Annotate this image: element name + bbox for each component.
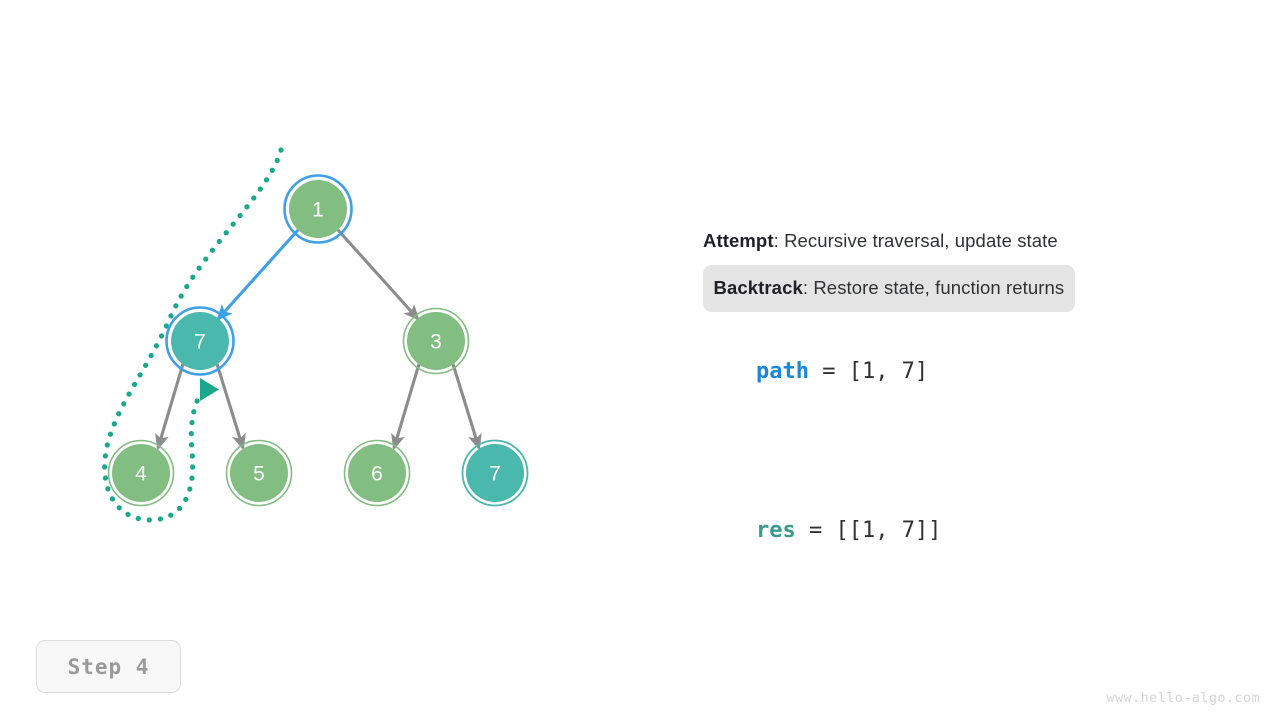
tree-node-5[interactable]: 5 xyxy=(225,439,293,507)
tree-edges xyxy=(155,228,482,451)
tree-node-6[interactable]: 6 xyxy=(343,439,411,507)
explanation-panel: Attempt: Recursive traversal, update sta… xyxy=(702,225,1223,568)
edge-7-to-4 xyxy=(155,363,185,451)
tree-node-3[interactable]: 3 xyxy=(402,307,470,375)
step-badge-label: Step 4 xyxy=(67,654,150,679)
attempt-description: Attempt: Recursive traversal, update sta… xyxy=(703,225,1223,259)
tree-node-4[interactable]: 4 xyxy=(107,439,175,507)
step-badge: Step 4 xyxy=(36,640,181,693)
edge-3-to-7 xyxy=(451,363,482,451)
tree-node-7-right-label: 7 xyxy=(489,463,501,486)
binary-tree-diagram: 1 7 3 4 5 6 7 xyxy=(102,147,529,523)
res-variable-value: = [[1, 7]] xyxy=(795,517,942,543)
edge-1-to-7 xyxy=(216,228,300,321)
edge-3-to-6 xyxy=(391,363,421,451)
attempt-label: Attempt xyxy=(703,230,774,251)
res-variable-name: res xyxy=(755,517,796,543)
backtrack-label: Backtrack xyxy=(713,276,803,298)
tree-node-4-label: 4 xyxy=(135,463,147,486)
tree-node-7-left[interactable]: 7 xyxy=(165,306,235,376)
path-variable-line: path = [1, 7] xyxy=(703,334,1223,409)
res-variable-line: res = [[1, 7]] xyxy=(703,493,1223,568)
site-watermark: www.hello-algo.com xyxy=(1106,690,1260,706)
backtrack-description-highlight: Backtrack: Restore state, function retur… xyxy=(702,264,1076,312)
tree-node-7-right[interactable]: 7 xyxy=(461,439,529,507)
attempt-text: : Recursive traversal, update state xyxy=(773,230,1058,251)
tree-canvas: 1 7 3 4 5 6 7 xyxy=(102,147,529,523)
path-variable-name: path xyxy=(755,358,809,384)
path-variable-value: = [1, 7] xyxy=(808,358,929,384)
backtrack-text: : Restore state, function returns xyxy=(802,276,1065,298)
tree-node-1[interactable]: 1 xyxy=(283,174,353,244)
edge-7-to-5 xyxy=(215,363,246,451)
backtrack-description: Backtrack: Restore state, function retur… xyxy=(714,277,1065,298)
tree-node-6-label: 6 xyxy=(371,463,383,486)
trace-head-triangle-icon xyxy=(200,378,219,401)
tree-node-7-left-label: 7 xyxy=(194,331,206,354)
traversal-trace-path xyxy=(102,147,284,523)
tree-node-3-label: 3 xyxy=(430,331,442,354)
tree-node-1-label: 1 xyxy=(312,199,324,222)
tree-node-5-label: 5 xyxy=(253,463,265,486)
edge-1-to-3 xyxy=(336,228,420,321)
